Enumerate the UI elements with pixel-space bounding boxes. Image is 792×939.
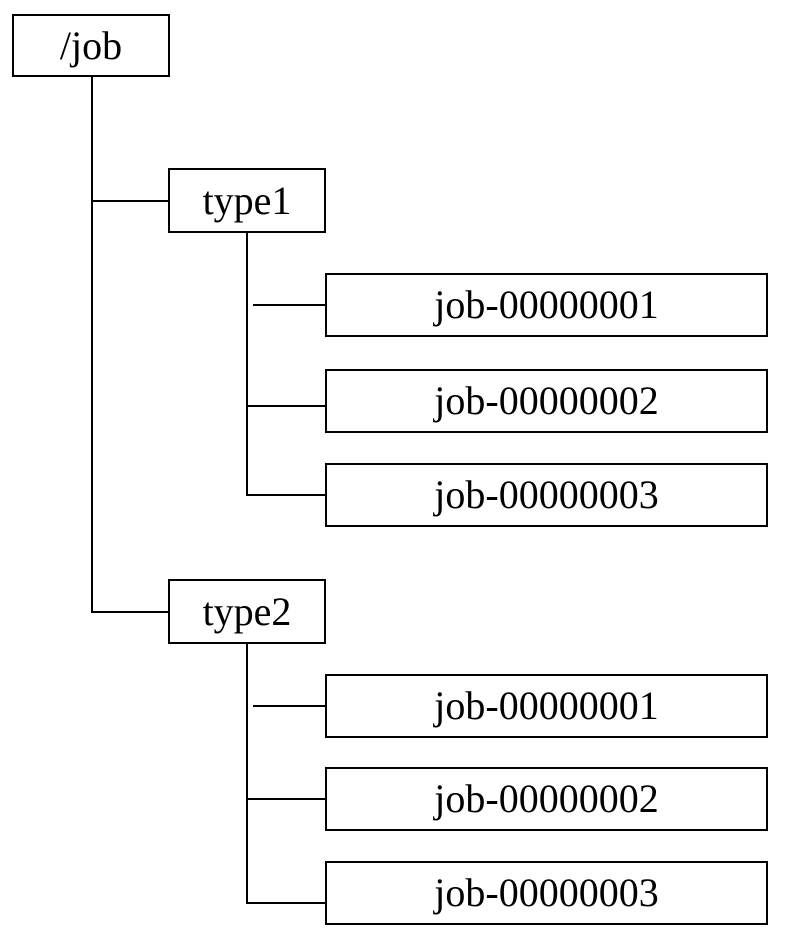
tree-node-label: /job [59, 22, 123, 68]
tree-node-label: job-00000002 [434, 776, 659, 821]
tree-node-type2-job-1: job-00000001 [325, 674, 768, 738]
tree-node-type2-job-2: job-00000002 [325, 767, 768, 831]
tree-node-type2-job-3: job-00000003 [325, 861, 768, 925]
tree-node-type1-job-2: job-00000002 [325, 369, 768, 433]
tree-node-label: type2 [202, 588, 292, 634]
tree-node-label: job-00000002 [434, 378, 659, 423]
tree-node-type1-job-3: job-00000003 [325, 463, 768, 527]
tree-node-label: job-00000001 [434, 683, 659, 728]
tree-node-root: /job [12, 14, 170, 77]
tree-node-type2: type2 [168, 579, 326, 644]
tree-node-label: job-00000001 [434, 282, 659, 327]
tree-node-type1: type1 [168, 168, 326, 233]
tree-node-label: job-00000003 [434, 472, 659, 517]
tree-node-type1-job-1: job-00000001 [325, 273, 768, 337]
tree-node-label: type1 [202, 177, 292, 223]
tree-node-label: job-00000003 [434, 870, 659, 915]
